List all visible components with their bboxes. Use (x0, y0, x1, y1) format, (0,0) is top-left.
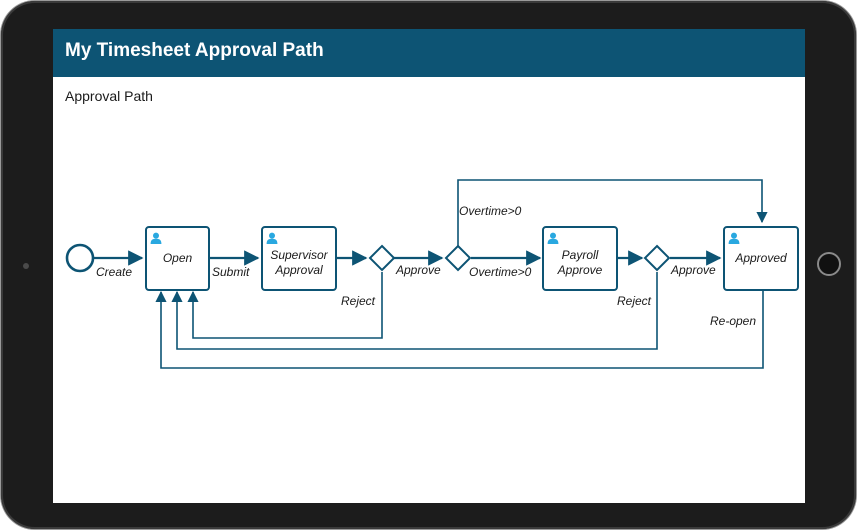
task-payroll-label-line-2: Approve (557, 263, 603, 277)
label-create: Create (96, 265, 132, 279)
task-supervisor-approval[interactable]: Supervisor Approval (261, 226, 337, 291)
label-reject-2: Reject (617, 294, 652, 308)
title-bar: My Timesheet Approval Path (53, 29, 805, 77)
gateway-overtime-decision (444, 244, 472, 272)
label-overtime-top: Overtime>0 (459, 204, 522, 218)
label-submit: Submit (212, 265, 250, 279)
task-supervisor-label-line-1: Supervisor (270, 248, 328, 262)
task-approved[interactable]: Approved (723, 226, 799, 291)
page-title: My Timesheet Approval Path (65, 40, 324, 61)
task-open[interactable]: Open (145, 226, 210, 291)
flow-reject-1 (187, 272, 383, 339)
task-supervisor-label-line-2: Approval (274, 263, 323, 277)
app-screen: My Timesheet Approval Path Approval Path (53, 29, 805, 503)
task-approved-label: Approved (734, 251, 787, 265)
start-event-icon (65, 243, 95, 273)
task-payroll-label-line-1: Payroll (562, 248, 599, 262)
home-button[interactable] (817, 252, 841, 276)
label-overtime-mid: Overtime>0 (469, 265, 532, 279)
label-reopen: Re-open (710, 314, 756, 328)
label-approve-2: Approve (670, 263, 716, 277)
flow-overtime-top (457, 179, 768, 247)
label-reject-1: Reject (341, 294, 376, 308)
flow-reopen (155, 290, 764, 369)
section-title: Approval Path (65, 88, 153, 104)
gateway-supervisor-decision (368, 244, 396, 272)
flow-reject-2 (171, 272, 658, 350)
task-payroll-approve[interactable]: Payroll Approve (542, 226, 618, 291)
camera-icon (23, 263, 29, 269)
approval-path-diagram: Open Supervisor Approval Payroll Approve (65, 179, 799, 369)
label-approve-1: Approve (395, 263, 441, 277)
task-open-label: Open (163, 251, 193, 265)
gateway-payroll-decision (643, 244, 671, 272)
